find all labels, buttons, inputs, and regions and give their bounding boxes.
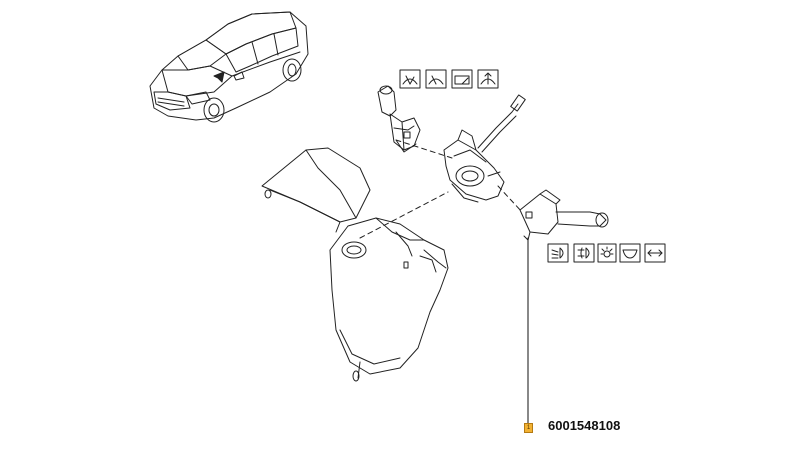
low-beam-icon (547, 243, 569, 263)
parking-light-icon (597, 243, 617, 263)
high-beam-flash-icon (644, 243, 666, 263)
part-number-label[interactable]: 6001548108 (548, 418, 621, 433)
rear-wiper-icon (451, 69, 473, 89)
washer-icon (477, 69, 499, 89)
callout-marker[interactable]: 1 (524, 423, 533, 433)
assembly-guide-lines (359, 139, 523, 239)
horn-icon (619, 243, 641, 263)
lighting-function-icons (547, 243, 666, 263)
callout-index: 1 (526, 425, 531, 431)
vehicle-locator-image (149, 11, 309, 123)
column-switch-body (443, 94, 526, 203)
upper-column-shroud (261, 147, 371, 233)
front-wiper-icon (399, 69, 421, 89)
wiper-stalk-switch (377, 85, 421, 153)
lower-column-shroud (329, 217, 449, 382)
fog-light-icon (573, 243, 595, 263)
intermittent-wiper-icon (425, 69, 447, 89)
lighting-stalk-switch (519, 189, 609, 241)
wiper-function-icons (399, 69, 499, 89)
